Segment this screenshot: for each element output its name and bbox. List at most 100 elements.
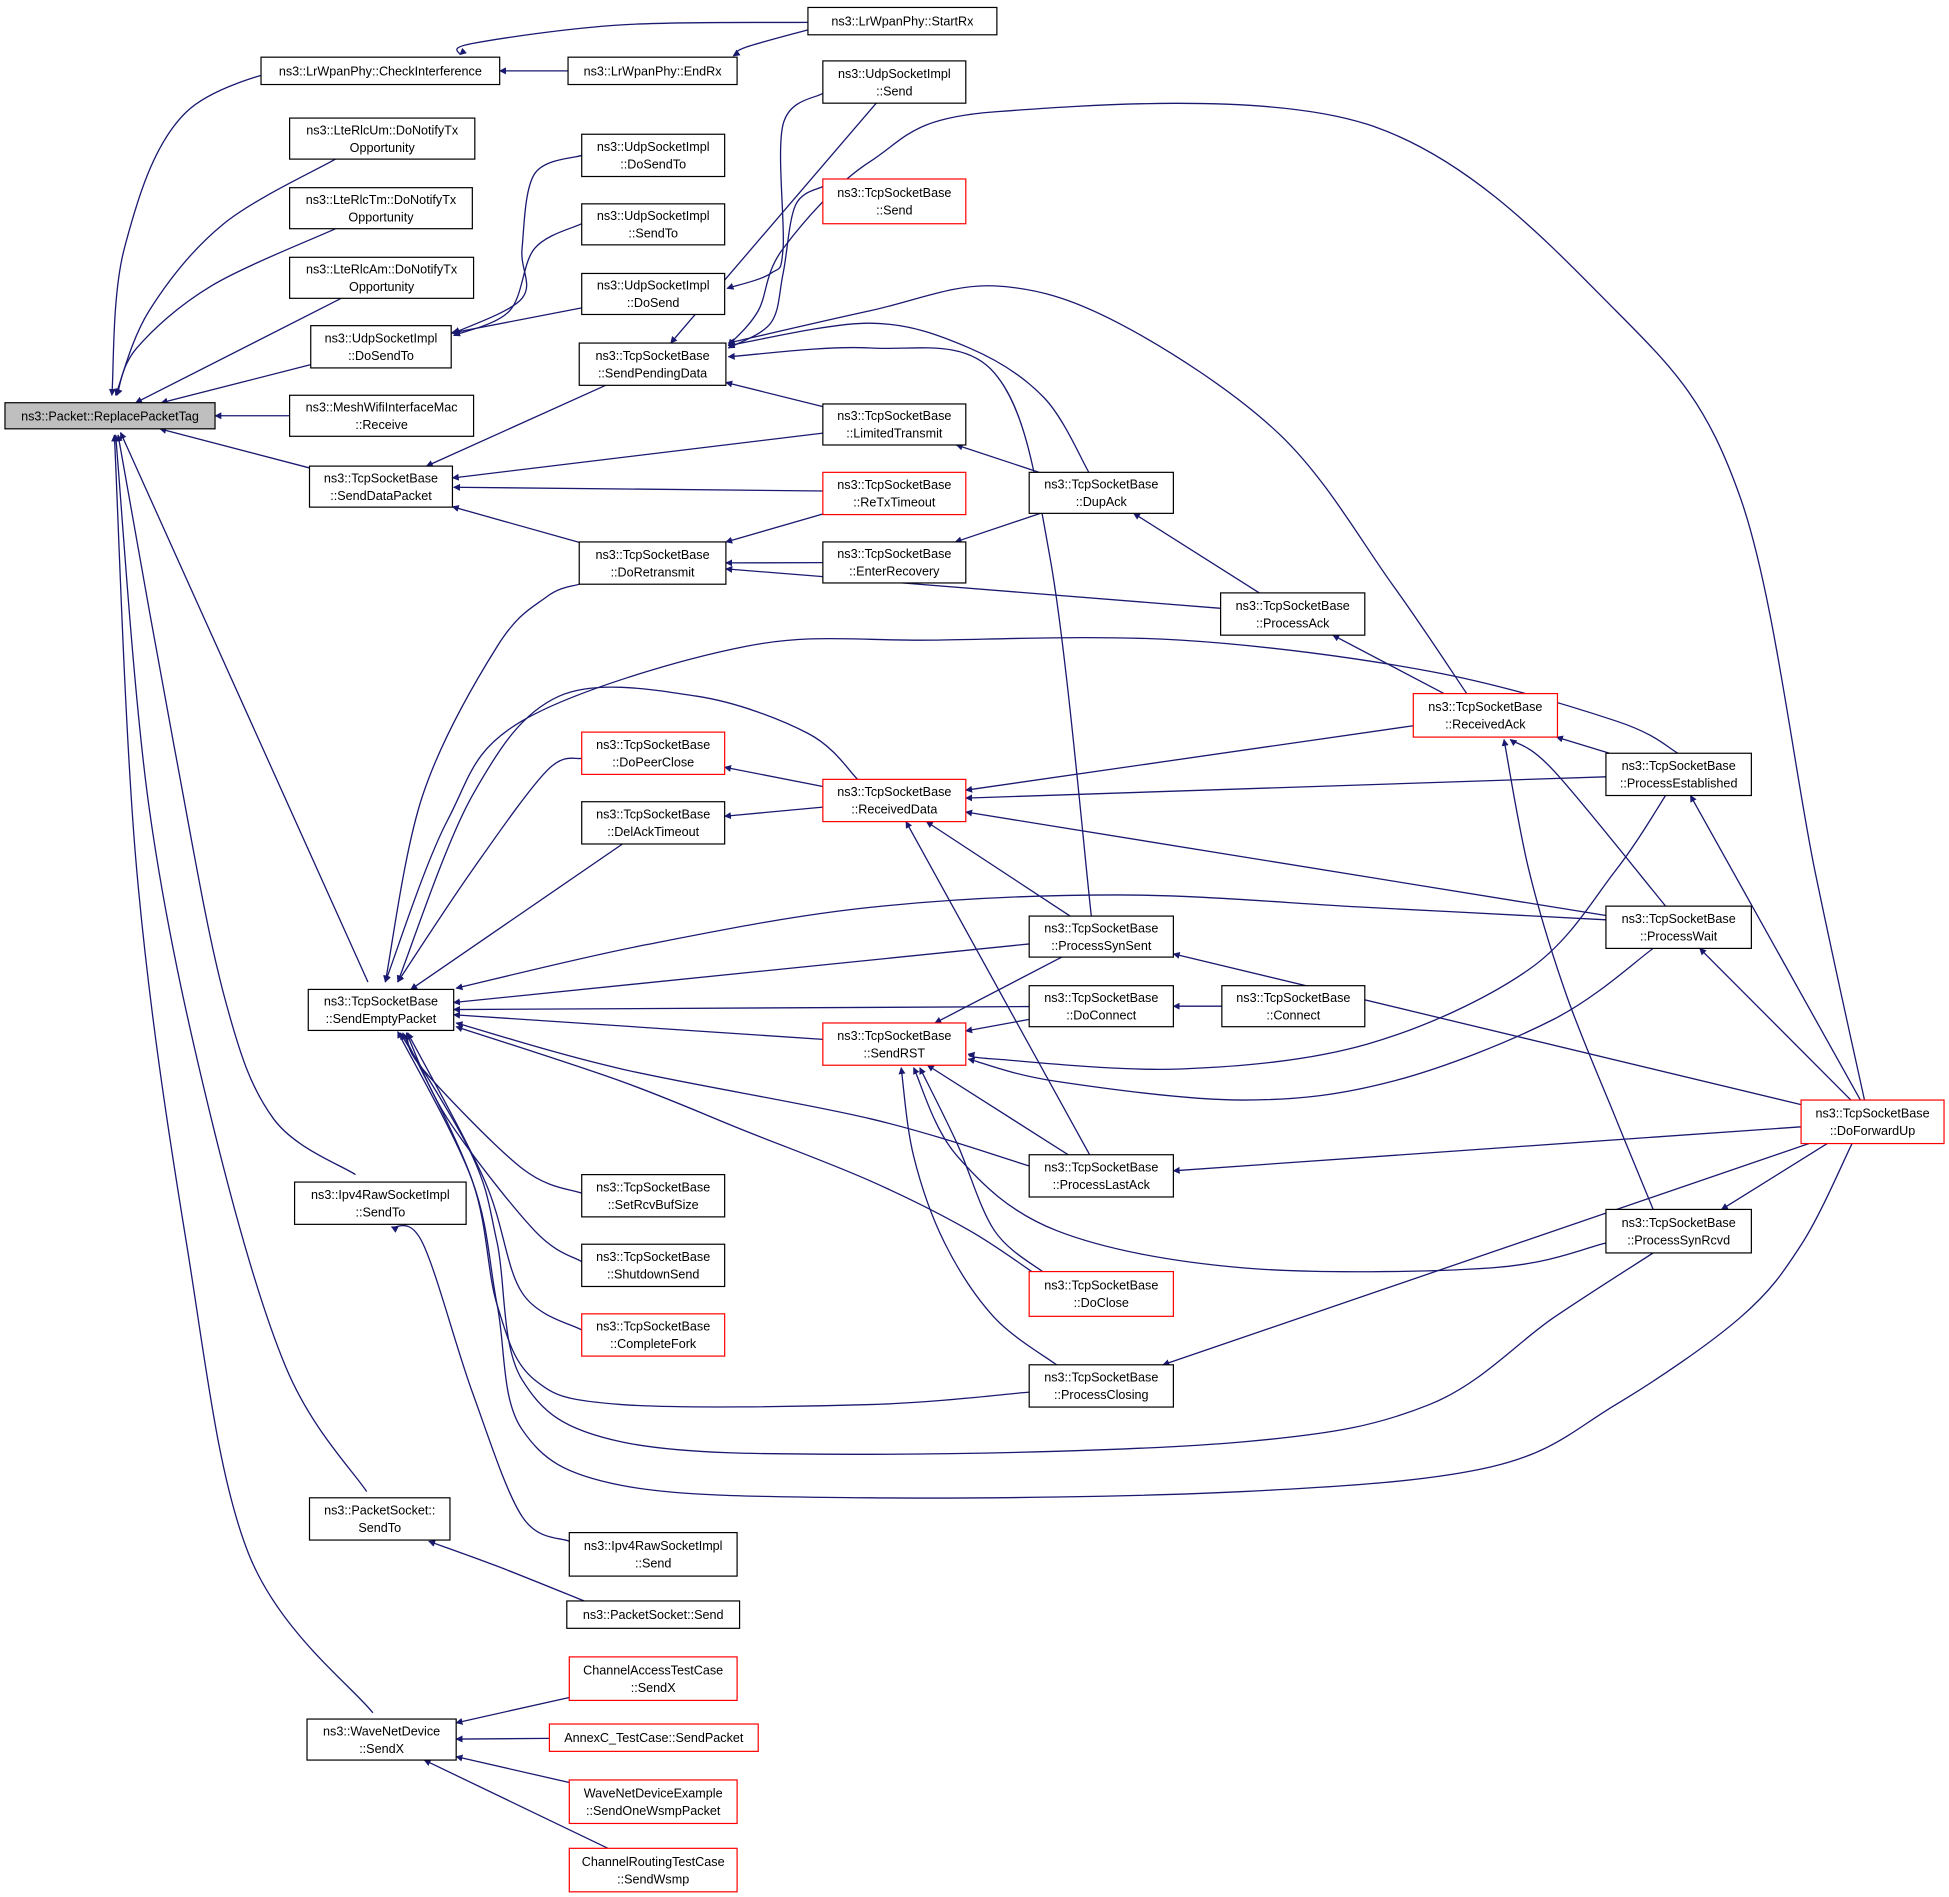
function-node-n37[interactable]: ns3::TcpSocketBase::ProcessLastAck xyxy=(1028,1154,1174,1198)
call-edge-n36-to-n37 xyxy=(1172,1126,1802,1174)
function-node-n6[interactable]: ns3::MeshWifiInterfaceMac::Receive xyxy=(289,394,475,437)
call-edge-n33-to-n35 xyxy=(965,1018,1030,1034)
function-node-n29[interactable]: ns3::TcpSocketBase::ReceivedData xyxy=(822,778,967,823)
node-label-line: ns3::TcpSocketBase xyxy=(596,738,710,752)
function-node-n40[interactable]: ns3::TcpSocketBase::CompleteFork xyxy=(581,1313,726,1357)
node-label-line: ns3::WaveNetDevice xyxy=(323,1724,440,1738)
node-label-line: ::Send xyxy=(876,204,912,218)
call-edge-n42-to-n35 xyxy=(913,1067,1607,1273)
node-label-line: ::SendX xyxy=(359,1742,404,1756)
function-node-n12[interactable]: ns3::LrWpanPhy::EndRx xyxy=(567,56,738,86)
function-node-n27[interactable]: ns3::TcpSocketBase::DoPeerClose xyxy=(581,731,726,775)
function-node-n46[interactable]: ChannelAccessTestCase::SendX xyxy=(568,1656,738,1702)
function-node-n33[interactable]: ns3::TcpSocketBase::DoConnect xyxy=(1028,985,1174,1028)
function-node-n34[interactable]: ns3::TcpSocketBase::Connect xyxy=(1221,985,1366,1028)
node-label-line: ::ProcessLastAck xyxy=(1053,1178,1151,1192)
node-label-line: ns3::Packet::ReplacePacketTag xyxy=(21,409,199,423)
node-label-line: Opportunity xyxy=(349,280,415,294)
function-node-n9[interactable]: ns3::Ipv4RawSocketImpl::SendTo xyxy=(293,1181,467,1225)
call-edge-n47-to-n11 xyxy=(455,1735,550,1743)
function-node-n35[interactable]: ns3::TcpSocketBase::SendRST xyxy=(822,1022,967,1066)
function-node-n11[interactable]: ns3::WaveNetDevice::SendX xyxy=(306,1718,457,1761)
node-label-line: ::Connect xyxy=(1266,1008,1320,1022)
node-label-line: AnnexC_TestCase::SendPacket xyxy=(564,1731,744,1745)
node-label-line: ns3::TcpSocketBase xyxy=(596,1250,710,1264)
call-edge-n32-to-n29 xyxy=(925,821,1071,917)
function-node-n24[interactable]: ns3::TcpSocketBase::DupAck xyxy=(1028,471,1174,514)
function-node-n36[interactable]: ns3::TcpSocketBase::DoForwardUp xyxy=(1800,1099,1945,1145)
node-label-line: ns3::TcpSocketBase xyxy=(596,1181,710,1195)
node-label-line: ::SendDataPacket xyxy=(330,489,432,503)
call-edge-n21-to-n7 xyxy=(452,483,823,492)
call-edge-n35-to-n8 xyxy=(452,1011,823,1040)
node-label-line: ::SendWsmp xyxy=(617,1872,689,1886)
node-label-line: ::CompleteFork xyxy=(610,1337,697,1351)
node-box xyxy=(289,394,475,437)
call-edge-n31-to-n8 xyxy=(455,894,1606,991)
function-node-n26[interactable]: ns3::TcpSocketBase::ReceivedAck xyxy=(1412,692,1559,738)
function-node-n19[interactable]: ns3::TcpSocketBase::SendPendingData xyxy=(578,342,727,386)
node-label-line: Opportunity xyxy=(348,210,414,224)
function-node-n41[interactable]: ns3::TcpSocketBase::DoClose xyxy=(1028,1270,1174,1317)
node-box xyxy=(581,801,726,845)
node-box xyxy=(581,1174,726,1218)
function-node-n21[interactable]: ns3::TcpSocketBase::ReTxTimeout xyxy=(822,471,967,516)
call-edge-n20-to-n7 xyxy=(451,432,823,481)
call-edge-n40-to-n8 xyxy=(407,1032,583,1331)
function-node-n48[interactable]: WaveNetDeviceExample::SendOneWsmpPacket xyxy=(568,1779,738,1825)
function-node-n16[interactable]: ns3::UdpSocketImpl::DoSend xyxy=(581,272,726,316)
function-node-n44[interactable]: ns3::Ipv4RawSocketImpl::Send xyxy=(568,1532,738,1577)
node-label-line: ::ShutdownSend xyxy=(607,1268,699,1282)
function-node-n38[interactable]: ns3::TcpSocketBase::SetRcvBufSize xyxy=(581,1174,726,1218)
node-label-line: ::DoSend xyxy=(627,296,680,310)
node-box xyxy=(1028,1154,1174,1198)
node-label-line: ns3::LrWpanPhy::EndRx xyxy=(584,64,723,78)
node-label-line: ::Send xyxy=(635,1557,671,1571)
node-box xyxy=(308,1497,451,1541)
function-node-n25[interactable]: ns3::TcpSocketBase::ProcessAck xyxy=(1220,592,1366,636)
call-edge-n32-to-n8 xyxy=(452,943,1030,1006)
function-node-n23[interactable]: ns3::TcpSocketBase::EnterRecovery xyxy=(822,541,967,584)
function-node-n7[interactable]: ns3::TcpSocketBase::SendDataPacket xyxy=(308,465,454,508)
function-node-n17[interactable]: ns3::UdpSocketImpl::Send xyxy=(822,60,967,104)
function-node-n20[interactable]: ns3::TcpSocketBase::LimitedTransmit xyxy=(822,403,967,446)
function-node-n18[interactable]: ns3::TcpSocketBase::Send xyxy=(822,178,967,225)
function-node-n0[interactable]: ns3::Packet::ReplacePacketTag xyxy=(4,402,216,430)
function-node-n5[interactable]: ns3::UdpSocketImpl::DoSendTo xyxy=(310,325,452,369)
call-edge-n16-to-n5 xyxy=(450,307,582,336)
function-node-n10[interactable]: ns3::PacketSocket::SendTo xyxy=(308,1497,451,1541)
function-node-n32[interactable]: ns3::TcpSocketBase::ProcessSynSent xyxy=(1028,915,1174,958)
node-label-line: ns3::TcpSocketBase xyxy=(1044,991,1158,1005)
function-node-n28[interactable]: ns3::TcpSocketBase::DelAckTimeout xyxy=(581,801,726,845)
function-node-n13[interactable]: ns3::LrWpanPhy::StartRx xyxy=(807,6,998,36)
function-node-n22[interactable]: ns3::TcpSocketBase::DoRetransmit xyxy=(578,541,727,585)
function-node-n8[interactable]: ns3::TcpSocketBase::SendEmptyPacket xyxy=(307,988,455,1032)
function-node-n45[interactable]: ns3::PacketSocket::Send xyxy=(566,1600,741,1629)
function-node-n49[interactable]: ChannelRoutingTestCase::SendWsmp xyxy=(568,1847,738,1893)
node-label-line: ns3::UdpSocketImpl xyxy=(838,67,951,81)
function-node-n15[interactable]: ns3::UdpSocketImpl::SendTo xyxy=(581,203,726,246)
node-label-line: ::Receive xyxy=(355,418,408,432)
function-node-n1[interactable]: ns3::LrWpanPhy::CheckInterference xyxy=(260,56,501,86)
function-node-n31[interactable]: ns3::TcpSocketBase::ProcessWait xyxy=(1605,905,1752,949)
function-node-n47[interactable]: AnnexC_TestCase::SendPacket xyxy=(548,1723,759,1752)
function-node-n30[interactable]: ns3::TcpSocketBase::ProcessEstablished xyxy=(1605,752,1752,797)
node-box xyxy=(293,1181,467,1225)
node-label-line: ns3::Ipv4RawSocketImpl xyxy=(311,1188,450,1202)
node-box xyxy=(1028,1364,1174,1408)
node-label-line: ns3::TcpSocketBase xyxy=(596,808,710,822)
call-edge-n36-to-n43 xyxy=(1162,1142,1810,1367)
node-label-line: ::DoForwardUp xyxy=(1830,1124,1915,1138)
function-node-n42[interactable]: ns3::TcpSocketBase::ProcessSynRcvd xyxy=(1605,1208,1752,1254)
function-node-n39[interactable]: ns3::TcpSocketBase::ShutdownSend xyxy=(581,1243,726,1288)
node-label-line: ::ProcessAck xyxy=(1256,616,1330,630)
node-label-line: ns3::TcpSocketBase xyxy=(324,471,438,485)
node-box xyxy=(1028,985,1174,1028)
function-node-n14[interactable]: ns3::UdpSocketImpl::DoSendTo xyxy=(581,133,726,178)
node-label-line: ::DoSendTo xyxy=(620,158,686,172)
function-node-n43[interactable]: ns3::TcpSocketBase::ProcessClosing xyxy=(1028,1364,1174,1408)
node-label-line: ns3::MeshWifiInterfaceMac xyxy=(306,401,458,415)
